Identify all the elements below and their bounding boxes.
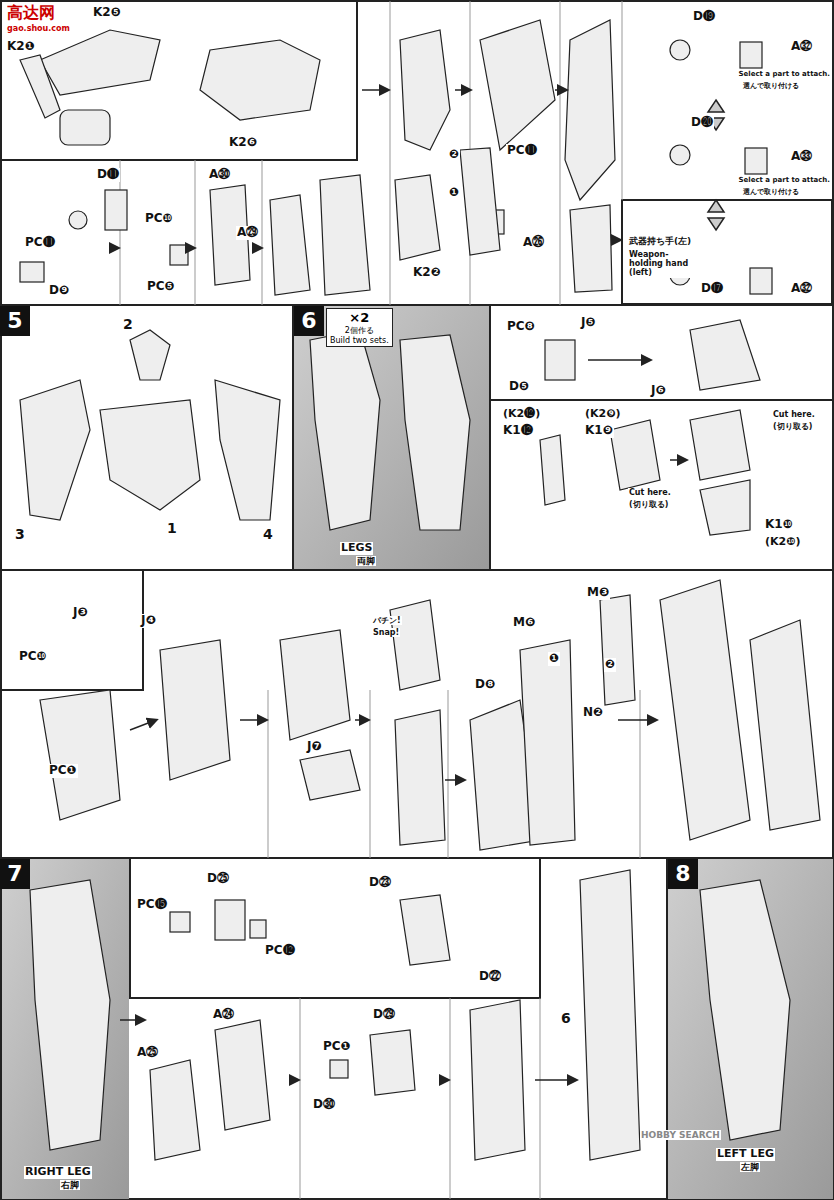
part-callout: PC❶ [322,1040,352,1054]
part-callout: D❾ [48,284,70,298]
part-callout: J❼ [306,740,323,754]
part-callout: D㉙ [372,1008,396,1022]
part-callout: PC⓫ [506,144,538,158]
part-callout: PC❽ [506,320,536,334]
note-text: 1 [166,520,178,536]
part-callout: D❽ [474,678,496,692]
part-callout: LEFT LEG [716,1148,775,1161]
step-number-box: 8 [668,859,698,889]
part-callout: D㉒ [478,970,502,984]
part-callout: A㉝ [790,150,813,164]
part-callout: J❸ [72,606,89,620]
part-callout: RIGHT LEG [24,1166,92,1179]
part-callout: Cut here. [628,488,672,497]
part-callout: (K2⓬) [502,408,541,421]
part-callout: A㉙ [236,226,259,240]
part-callout: (K2❾) [584,408,622,421]
part-callout: PC❿ [18,650,48,664]
part-callout: J❺ [580,316,597,330]
part-callout: M❻ [512,616,536,630]
step-number-box: 7 [0,859,30,889]
note-text: 右脚 [60,1180,80,1190]
badge-text: ×2 [330,310,389,325]
part-callout: A㉔ [212,1008,235,1022]
part-callout: D㉕ [206,872,230,886]
part-callout: J❹ [140,614,157,628]
part-callout: D㉓ [368,876,392,890]
note-text: 3 [14,526,26,542]
note-text: 6 [560,1010,572,1026]
note-text: 4 [262,526,274,542]
part-callout: HOBBY SEARCH [640,1130,721,1140]
part-callout: J❻ [650,384,667,398]
part-callout: A㉜ [790,282,813,296]
part-callout: Weapon-holding hand (left) [628,250,702,278]
part-callout: A㉕ [136,1046,159,1060]
part-callout: M❸ [586,586,610,600]
part-callout: Cut here. [772,410,816,419]
part-callout: (K2❿) [764,536,802,549]
part-callout: ❶ [548,652,560,666]
part-callout: ❷ [448,148,460,162]
part-callout: ❶ [448,186,460,200]
part-callout: K1⓬ [502,424,534,438]
part-callout: K2❻ [228,136,258,150]
step-number: 8 [668,859,698,889]
part-callout: A㉜ [790,40,813,54]
note-text: 選んで取り付ける [742,82,800,90]
part-callout: D⓳ [692,10,716,24]
part-callout: D㉚ [312,1098,336,1112]
part-callout: K1❾ [584,424,614,438]
part-callout: PC❶ [48,764,78,778]
part-callout: Snap! [372,628,400,637]
part-callout: ❷ [604,658,616,672]
part-callout: D⓫ [96,168,120,182]
note-text: gao.shou.com [6,24,71,33]
step-number: 5 [0,306,30,336]
part-callout: LEGS [340,542,373,555]
note-text: 選んで取り付ける [742,188,800,196]
part-callout: K2❺ [92,6,122,20]
part-callout: PC⓫ [24,236,56,250]
badge-text: Build two sets. [330,336,389,345]
part-callout: PC❿ [144,212,174,226]
part-callout: PC⓯ [136,898,168,912]
build-count-badge: ×22個作るBuild two sets. [326,308,393,347]
part-callout: A㉚ [208,168,231,182]
part-callout: PC❺ [146,280,176,294]
part-callout: K2❶ [6,40,36,54]
part-callout: N❷ [582,706,604,720]
part-callout: D❺ [508,380,530,394]
part-callout: PC⓬ [264,944,296,958]
note-text: 武器持ち手(左) [628,236,692,246]
step-number-box: 5 [0,306,30,336]
note-text: 両脚 [356,556,376,566]
part-callout: K1❿ [764,518,794,532]
note-text: 左脚 [740,1162,760,1172]
note-text: 2 [122,316,134,332]
badge-text: 2個作る [330,325,389,336]
note-text: 高达网 [6,4,56,22]
part-callout: (切り取る) [628,500,669,509]
part-callout: A㉖ [522,236,545,250]
note-text: パチン! [372,616,402,625]
part-callout: D⓴ [690,116,714,130]
step-number-box: 6 [294,306,324,336]
part-callout: D⓱ [700,282,724,296]
part-callout: (切り取る) [772,422,813,431]
part-callout: K2❷ [412,266,442,280]
part-callout: Select a part to attach. [737,176,831,184]
step-number: 6 [294,306,324,336]
part-callout: Select a part to attach. [737,70,831,78]
step-number: 7 [0,859,30,889]
